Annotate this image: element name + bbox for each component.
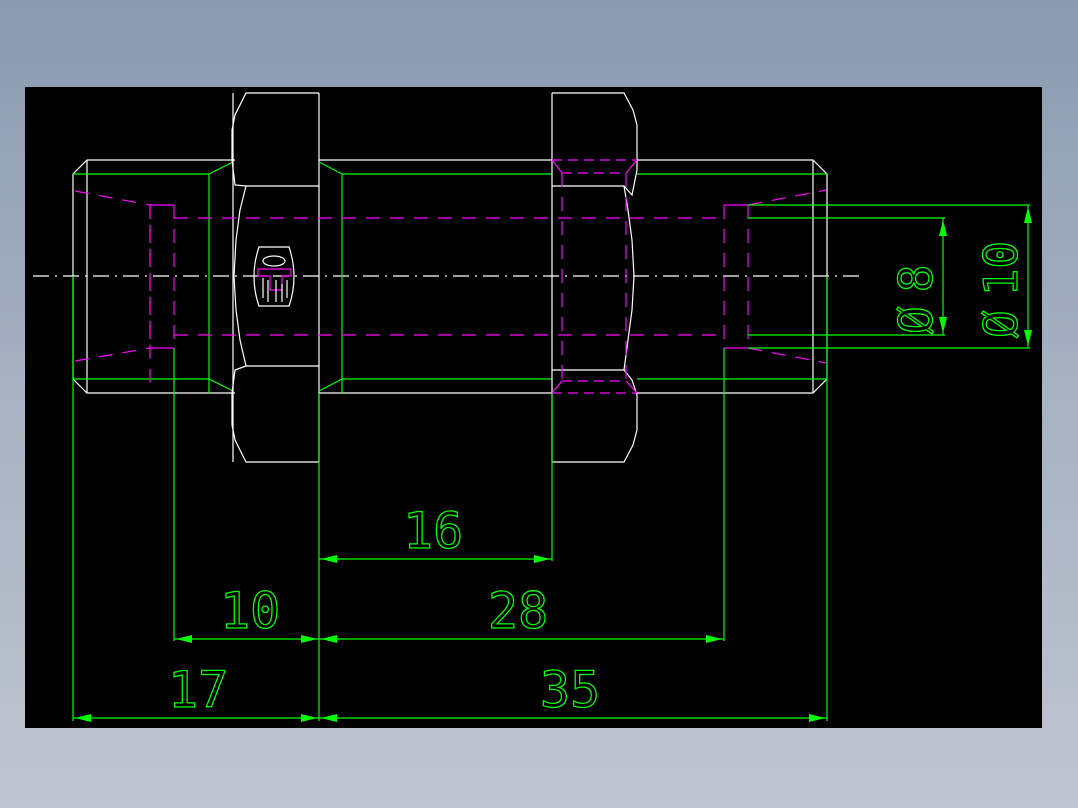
dim-17: 17	[168, 661, 228, 719]
dim-35: 35	[540, 661, 600, 719]
dim-16: 16	[403, 502, 463, 560]
dim-10: 10	[220, 582, 280, 640]
dimension-lines	[72, 204, 1032, 722]
right-hex-nut	[551, 92, 638, 463]
left-hex-nut	[231, 92, 320, 463]
dim-diameter-8: Ø8	[889, 265, 943, 334]
center-body	[174, 159, 725, 394]
dim-diameter-10: Ø10	[974, 241, 1028, 338]
cad-drawing-viewport[interactable]: 16 10 28 17 35 Ø8 Ø10	[25, 87, 1042, 728]
company-logo-mark	[253, 246, 295, 307]
cad-drawing: 16 10 28 17 35 Ø8 Ø10	[33, 92, 1032, 722]
dim-28: 28	[488, 582, 548, 640]
